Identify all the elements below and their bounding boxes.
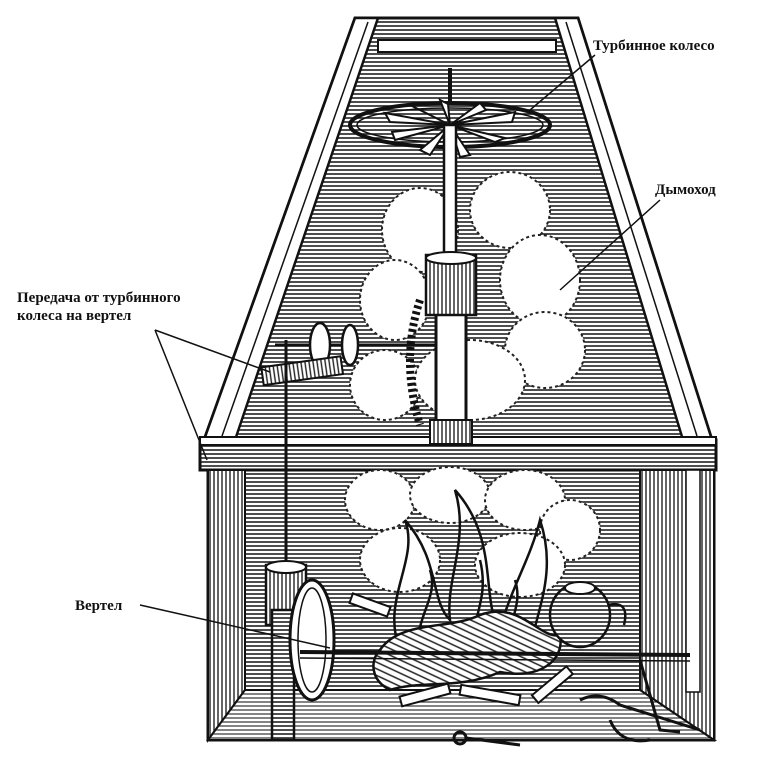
label-transmission-line1: Передача от турбинного <box>17 289 181 307</box>
leader-transmission-b <box>155 330 207 460</box>
label-transmission-line2: колеса на вертел <box>17 307 181 325</box>
label-turbine-wheel: Турбинное колесо <box>593 37 715 55</box>
label-chimney: Дымоход <box>655 181 716 199</box>
label-spit: Вертел <box>75 597 122 615</box>
label-transmission: Передача от турбинного колеса на вертел <box>17 289 181 325</box>
